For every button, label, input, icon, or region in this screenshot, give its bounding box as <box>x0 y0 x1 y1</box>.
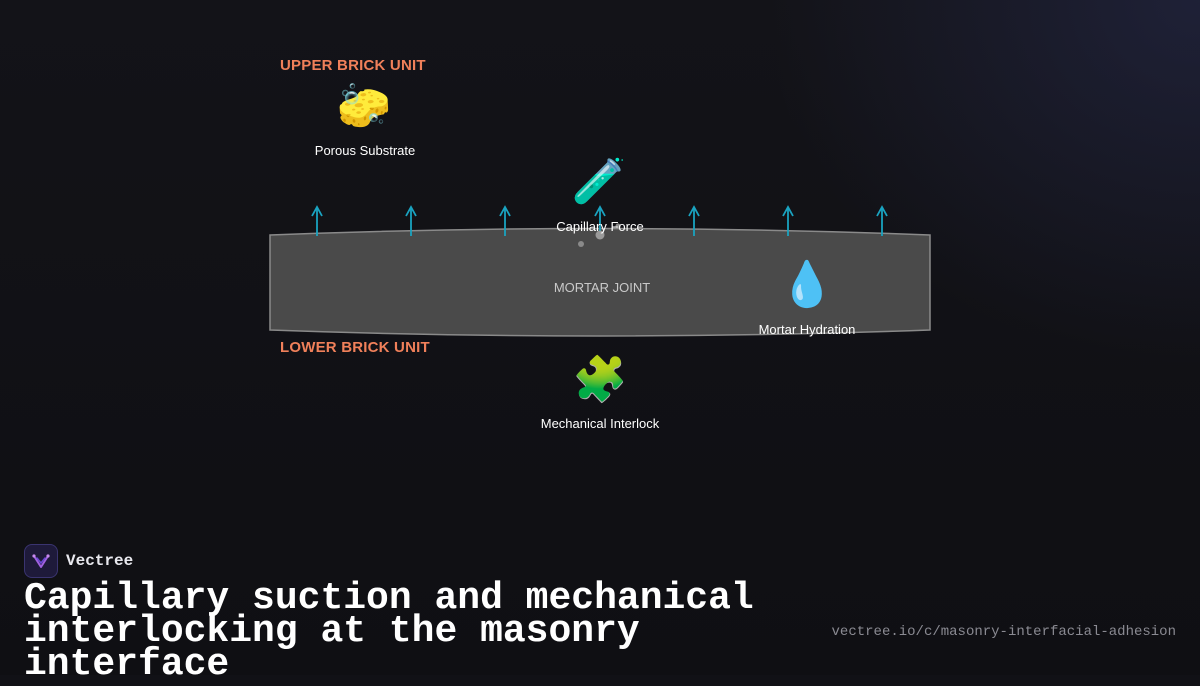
droplet-icon: 💧 <box>779 260 835 309</box>
capillary-force-label: Capillary Force <box>556 219 644 234</box>
capillary-arrow <box>311 205 323 236</box>
brand-name: Vectree <box>66 552 134 570</box>
mortar-joint-shape <box>269 227 931 337</box>
source-url: vectree.io/c/masonry-interfacial-adhesio… <box>831 624 1176 640</box>
capillary-arrow <box>876 205 888 236</box>
lower-brick-label: LOWER BRICK UNIT <box>280 339 430 356</box>
mortar-joint-label: MORTAR JOINT <box>553 280 651 295</box>
capillary-arrow <box>688 205 700 236</box>
particle-dot <box>595 230 605 240</box>
capillary-arrow <box>405 205 417 236</box>
page-title: Capillary suction and mechanical interlo… <box>24 577 754 686</box>
capillary-arrow <box>499 205 511 236</box>
sponge-icon: 🧽 <box>336 82 392 131</box>
test-tube-icon: 🧪 <box>571 157 627 206</box>
mortar-hydration-label: Mortar Hydration <box>758 322 856 337</box>
capillary-arrow <box>782 205 794 236</box>
particle-dot <box>578 241 584 247</box>
brand: Vectree <box>24 544 133 578</box>
capillary-arrows <box>311 205 888 236</box>
upper-brick-label: UPPER BRICK UNIT <box>280 57 426 74</box>
mechanical-interlock-label: Mechanical Interlock <box>540 416 660 431</box>
porous-substrate-label: Porous Substrate <box>314 143 416 158</box>
puzzle-piece-icon: 🧩 <box>572 355 628 404</box>
particle-dot <box>615 223 621 229</box>
vectree-logo-icon <box>24 544 58 578</box>
